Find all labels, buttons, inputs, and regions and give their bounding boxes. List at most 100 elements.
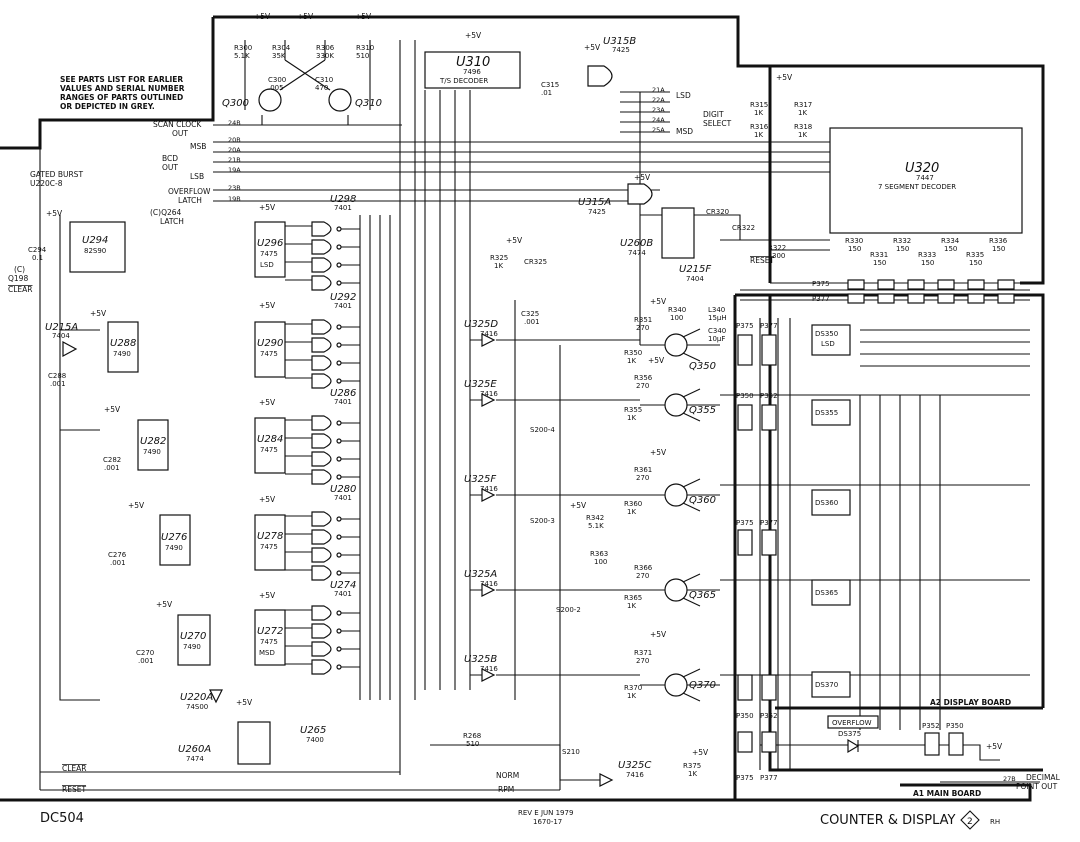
digit-drivers	[470, 328, 701, 787]
r315-ref: R315	[750, 101, 768, 109]
u315b-gate	[587, 65, 613, 87]
r375-ref: R375	[683, 762, 701, 770]
q198-label-3: CLEAR	[8, 285, 33, 294]
u215a-gate	[62, 340, 78, 358]
q350-label: Q350	[689, 361, 716, 372]
ds370-ref: DS370	[815, 681, 838, 689]
r365-ref: R365	[624, 594, 642, 602]
u325c-type: 7416	[626, 771, 644, 779]
u220a-type: 74S00	[186, 703, 208, 711]
driver-transistor	[664, 483, 688, 507]
pin-24a: 24A	[652, 116, 665, 124]
r335-val: 150	[969, 259, 982, 267]
q300-transistor	[258, 88, 282, 112]
r361-ref: R361	[634, 466, 652, 474]
c282-ref: C282	[103, 456, 121, 464]
r335-ref: R335	[966, 251, 984, 259]
r318-val: 1K	[798, 131, 807, 139]
pin-19b: 19B	[228, 195, 241, 203]
r316-ref: R316	[750, 123, 769, 131]
u282-block	[137, 419, 169, 471]
note-line-1: SEE PARTS LIST FOR EARLIER	[60, 75, 183, 84]
note-line-3: RANGES OF PARTS OUTLINED	[60, 93, 183, 102]
u272-type: 7475	[260, 638, 278, 646]
nand-gate	[311, 641, 332, 657]
r366-ref: R366	[634, 564, 653, 572]
overflow-label-box	[827, 715, 879, 729]
v-u294: +5V	[46, 209, 63, 218]
r331-ref: R331	[870, 251, 888, 259]
u284-ref: U284	[257, 434, 283, 445]
v-u260a: +5V	[236, 698, 253, 707]
c325-ref: C325	[521, 310, 539, 318]
nand-gate	[311, 239, 332, 255]
v-q360: +5V	[650, 448, 667, 457]
u325b-type: 7416	[480, 665, 498, 673]
r336-val: 150	[992, 245, 1005, 253]
c310-val: 470	[315, 84, 328, 92]
nand-gate	[311, 659, 332, 675]
ds350-tag: LSD	[821, 340, 835, 348]
r355-val: 1K	[627, 414, 636, 422]
r366-val: 270	[636, 572, 649, 580]
u298-type: 7401	[334, 204, 352, 212]
r355-ref: R355	[624, 406, 642, 414]
u325f-type: 7416	[480, 485, 498, 493]
overflow-label: OVERFLOW	[832, 719, 872, 727]
u286-type: 7401	[334, 398, 352, 406]
pin-27b: 27B	[1003, 775, 1016, 783]
r317-val: 1K	[798, 109, 807, 117]
u325c-ref: U325C	[618, 760, 651, 771]
u260b-block	[661, 207, 695, 259]
nand-gate	[311, 415, 332, 431]
gate-wire	[285, 515, 360, 520]
u284-block	[254, 417, 286, 474]
driver-transistor	[664, 578, 688, 602]
display-connector-pins	[737, 334, 964, 756]
r371-val: 270	[636, 657, 649, 665]
q198-label-2: Q198	[8, 274, 28, 283]
nand-gate	[311, 373, 332, 389]
gate-wire	[285, 627, 360, 632]
v-r375: +5V	[692, 748, 709, 757]
a2-board-label: A2 DISPLAY BOARD	[930, 698, 1011, 707]
digit-select-msd: MSD	[676, 127, 693, 136]
u220a-gate	[209, 689, 223, 704]
pin-23a: 23A	[652, 106, 665, 114]
p352-label-a: P352	[760, 392, 778, 400]
u310-desc: T/S DECODER	[439, 77, 488, 85]
v-u278: +5V	[259, 495, 276, 504]
u286-ref: U286	[330, 388, 356, 399]
u315b-type: 7425	[612, 46, 630, 54]
ds355-block	[811, 399, 851, 426]
p377-label-c: P377	[760, 774, 778, 782]
c310-ref: C310	[315, 76, 333, 84]
u296-type: 7475	[260, 250, 278, 258]
gate-output-bubble	[336, 664, 342, 670]
nand-gate	[311, 257, 332, 273]
lsb-label: LSB	[190, 172, 204, 181]
gate-wire	[285, 569, 360, 574]
r306-val: 330K	[316, 52, 334, 60]
r317-ref: R317	[794, 101, 812, 109]
u265-ref: U265	[300, 725, 326, 736]
display-board-outline	[735, 293, 1045, 708]
c282-val: .001	[104, 464, 120, 472]
r331-val: 150	[873, 259, 886, 267]
pin-24b: 24B	[228, 119, 241, 127]
u270-ref: U270	[180, 631, 206, 642]
gate-output-bubble	[336, 438, 342, 444]
ds350-block	[811, 324, 851, 356]
r310-ref: R310	[356, 44, 374, 52]
l340-val: 15μH	[708, 314, 727, 322]
driver-transistor	[664, 333, 688, 357]
u272-block	[254, 609, 286, 666]
p377-label-b: P377	[760, 519, 778, 527]
u272-ref: U272	[257, 626, 283, 637]
driver-wire	[470, 668, 701, 702]
nand-gate	[311, 275, 332, 291]
u270-type: 7490	[183, 643, 201, 651]
u280-ref: U280	[330, 484, 356, 495]
gate-wire	[285, 645, 360, 650]
nand-gate	[311, 469, 332, 485]
